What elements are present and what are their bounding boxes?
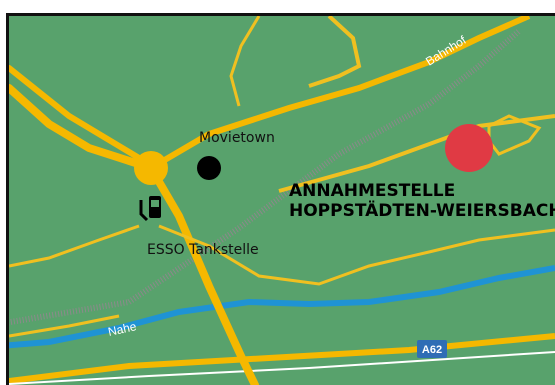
fuel-pump-icon[interactable] [139, 196, 161, 222]
poi-label-movietown: Movietown [199, 130, 275, 146]
land-area [9, 16, 555, 385]
motorway-label: A62 [422, 344, 442, 356]
destination-title-line2: HOPPSTÄDTEN-WEIERSBACH [289, 199, 555, 221]
road-east [278, 114, 555, 193]
street-bahnhof [149, 16, 531, 171]
fuel-pump-window [151, 200, 159, 207]
river-label-nahe: Nahe [107, 319, 138, 339]
poi-label-esso: ESSO Tankstelle [147, 242, 259, 258]
map-svg[interactable]: Bahnhof Nahe A62 Movietown ESSO Tankstel… [9, 16, 555, 385]
motorway-a62 [9, 333, 555, 384]
river-nahe [9, 265, 555, 349]
road-northwest [9, 65, 142, 161]
roundabout [134, 151, 168, 185]
destination-title-line1: ANNAHMESTELLE [289, 181, 455, 201]
motorway-shield-badge [417, 340, 447, 358]
poi-dot-icon[interactable] [197, 156, 221, 180]
road-upper-minor [229, 16, 261, 107]
road-south-minor [158, 224, 555, 286]
main-road [9, 84, 259, 385]
fuel-pump-hose [139, 200, 149, 222]
motorway-edge [9, 351, 555, 385]
road-west-minor [9, 224, 140, 268]
map-canvas[interactable]: Bahnhof Nahe A62 Movietown ESSO Tankstel… [6, 13, 555, 385]
road-southwest-minor [9, 314, 120, 338]
road-upper-loop [308, 16, 362, 88]
location-dot-icon[interactable] [445, 124, 493, 172]
motorway-shield: A62 [417, 340, 447, 358]
